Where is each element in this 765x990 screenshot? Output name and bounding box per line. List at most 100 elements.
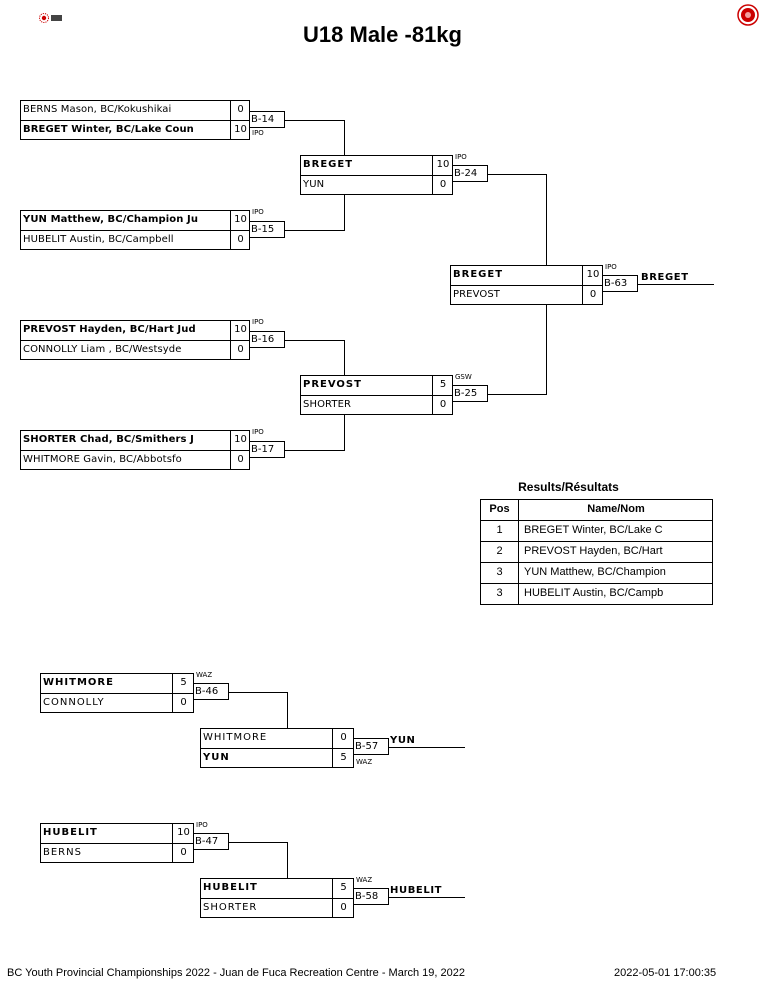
match-code: B-58 <box>353 888 389 905</box>
player-name: BREGET <box>303 159 354 170</box>
win-method: WAZ <box>356 758 373 766</box>
bracket-winner: HUBELIT <box>390 885 443 896</box>
match-code: B-57 <box>353 738 389 755</box>
results-row: 3 YUN Matthew, BC/Champion <box>481 562 712 583</box>
player-name: WHITMORE Gavin, BC/Abbotsfo <box>23 454 182 465</box>
match-box-b46: WHITMORE CONNOLLY 5 0 <box>40 673 194 713</box>
results-pos: 3 <box>496 587 503 599</box>
match-box-b57: WHITMORE YUN 0 5 <box>200 728 354 768</box>
player-name: PREVOST <box>303 379 362 390</box>
match-code: B-15 <box>249 221 285 238</box>
player-name: HUBELIT <box>203 882 258 893</box>
player-score: 10 <box>436 159 450 170</box>
win-method: GSW <box>455 373 472 381</box>
results-row: 2 PREVOST Hayden, BC/Hart <box>481 541 712 562</box>
player-score: 10 <box>234 214 247 225</box>
match-box-b58: HUBELIT SHORTER 5 0 <box>200 878 354 918</box>
match-code: B-17 <box>249 441 285 458</box>
win-method: IPO <box>252 428 264 436</box>
results-row: 3 HUBELIT Austin, BC/Campb <box>481 583 712 604</box>
player-score: 5 <box>340 882 347 893</box>
player-score: 0 <box>340 902 347 913</box>
player-score: 0 <box>439 399 447 410</box>
match-box-b63: BREGET PREVOST 10 0 <box>450 265 603 305</box>
bracket-winner: BREGET <box>641 272 689 283</box>
match-box-b25: PREVOST SHORTER 5 0 <box>300 375 453 415</box>
player-score: 0 <box>237 234 244 245</box>
player-name: CONNOLLY Liam , BC/Westsyde <box>23 344 182 355</box>
player-name: BERNS Mason, BC/Kokushikai <box>23 104 172 115</box>
player-score: 0 <box>589 289 597 300</box>
results-name: YUN Matthew, BC/Champion <box>524 566 666 578</box>
win-method: IPO <box>252 318 264 326</box>
player-name: BREGET Winter, BC/Lake Coun <box>23 124 194 135</box>
win-method: WAZ <box>356 876 373 884</box>
player-name: HUBELIT Austin, BC/Campbell <box>23 234 174 245</box>
results-name: BREGET Winter, BC/Lake C <box>524 524 663 536</box>
results-title: Results/Résultats <box>518 480 619 494</box>
results-name: HUBELIT Austin, BC/Campb <box>524 587 664 599</box>
bracket-winner: YUN <box>390 735 416 746</box>
player-name: BREGET <box>453 269 504 280</box>
player-name: WHITMORE <box>203 732 268 743</box>
win-method: IPO <box>252 129 264 137</box>
win-method: IPO <box>455 153 467 161</box>
win-method: IPO <box>605 263 617 271</box>
results-pos: 1 <box>496 524 503 536</box>
player-score: 5 <box>180 677 187 688</box>
player-score: 10 <box>177 827 190 838</box>
player-name: YUN Matthew, BC/Champion Ju <box>23 214 199 225</box>
player-name: SHORTER <box>203 902 258 913</box>
judo-logo-icon <box>38 9 64 23</box>
match-code: B-14 <box>249 111 285 128</box>
match-code: B-47 <box>193 833 229 850</box>
match-box-b47: HUBELIT BERNS 10 0 <box>40 823 194 863</box>
match-code: B-24 <box>452 165 488 182</box>
player-name: YUN <box>303 179 325 190</box>
match-code: B-16 <box>249 331 285 348</box>
results-header-name: Name/Nom <box>587 503 645 515</box>
player-score: 5 <box>439 379 447 390</box>
win-method: IPO <box>252 208 264 216</box>
results-header-row: Pos Name/Nom <box>481 500 712 520</box>
player-name: BERNS <box>43 847 82 858</box>
results-name: PREVOST Hayden, BC/Hart <box>524 545 663 557</box>
match-box-b16: PREVOST Hayden, BC/Hart Jud CONNOLLY Lia… <box>20 320 250 360</box>
bc-judo-seal-icon <box>737 4 759 26</box>
player-name: CONNOLLY <box>43 697 105 708</box>
player-name: WHITMORE <box>43 677 114 688</box>
player-score: 5 <box>340 752 347 763</box>
player-name: YUN <box>203 752 230 763</box>
player-score: 0 <box>180 847 187 858</box>
results-row: 1 BREGET Winter, BC/Lake C <box>481 520 712 541</box>
player-score: 10 <box>586 269 600 280</box>
page-title: U18 Male -81kg <box>303 22 462 47</box>
player-name: SHORTER Chad, BC/Smithers J <box>23 434 194 445</box>
player-score: 0 <box>340 732 347 743</box>
player-name: SHORTER <box>303 399 352 410</box>
match-box-b14: BERNS Mason, BC/Kokushikai BREGET Winter… <box>20 100 250 140</box>
match-box-b17: SHORTER Chad, BC/Smithers J WHITMORE Gav… <box>20 430 250 470</box>
results-pos: 3 <box>496 566 503 578</box>
player-score: 10 <box>234 124 247 135</box>
player-name: HUBELIT <box>43 827 98 838</box>
match-code: B-63 <box>602 275 638 292</box>
results-pos: 2 <box>496 545 503 557</box>
player-name: PREVOST <box>453 289 500 300</box>
player-score: 10 <box>234 324 247 335</box>
footer-event: BC Youth Provincial Championships 2022 -… <box>7 967 465 979</box>
results-table: Pos Name/Nom 1 BREGET Winter, BC/Lake C … <box>480 499 713 605</box>
player-score: 0 <box>237 104 244 115</box>
match-code: B-25 <box>452 385 488 402</box>
match-code: B-46 <box>193 683 229 700</box>
player-score: 0 <box>180 697 187 708</box>
results-header-pos: Pos <box>489 503 510 515</box>
match-box-b24: BREGET YUN 10 0 <box>300 155 453 195</box>
player-name: PREVOST Hayden, BC/Hart Jud <box>23 324 196 335</box>
match-box-b15: YUN Matthew, BC/Champion Ju HUBELIT Aust… <box>20 210 250 250</box>
player-score: 10 <box>234 434 247 445</box>
win-method: IPO <box>196 821 208 829</box>
player-score: 0 <box>237 344 244 355</box>
player-score: 0 <box>439 179 447 190</box>
win-method: WAZ <box>196 671 213 679</box>
